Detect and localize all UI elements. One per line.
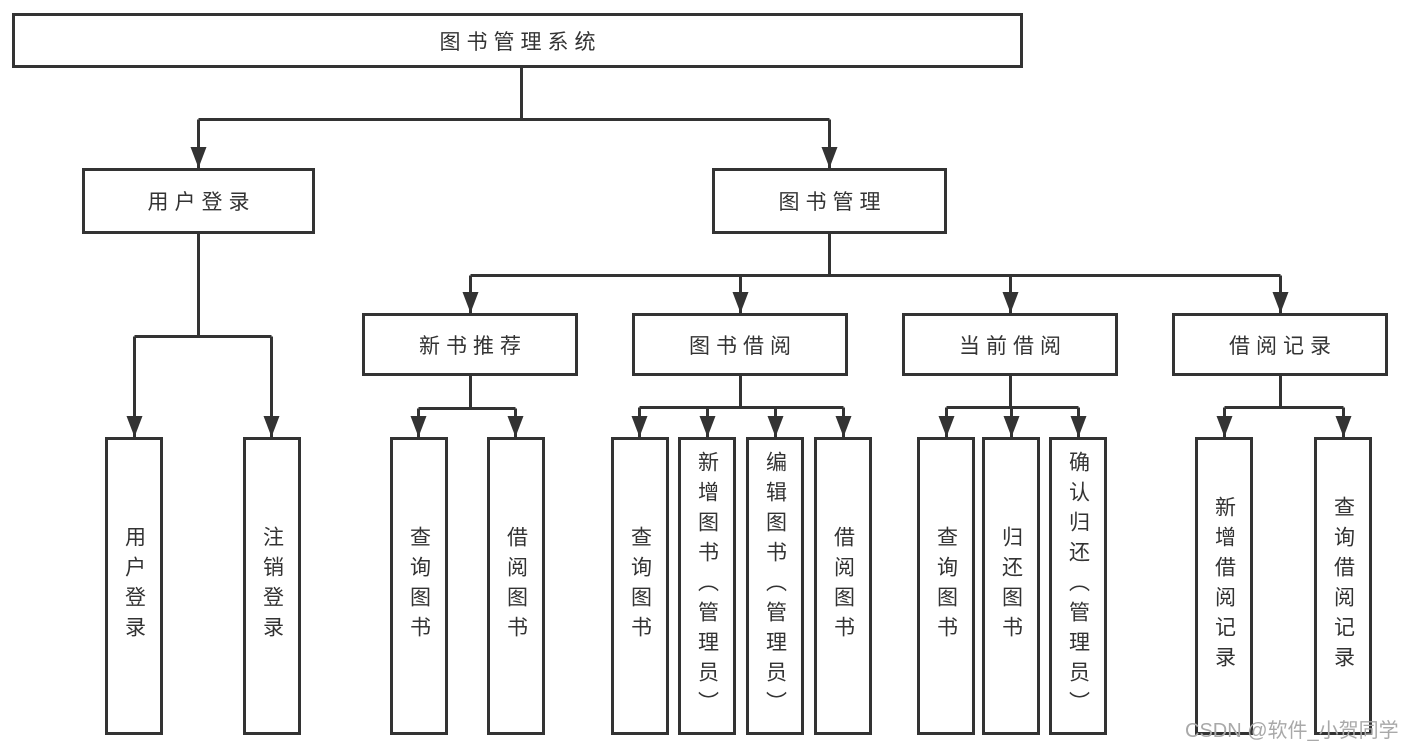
node-book-management-label: 图书管理 [778,191,887,214]
leaf-query-books-current: 查询图书 [917,437,975,735]
leaf-user-login: 用户登录 [105,437,163,735]
node-new-book-recommend: 新书推荐 [362,313,578,376]
node-user-login-label: 用户登录 [147,191,256,214]
connector-current-borrow-children [938,376,1087,437]
leaf-edit-book-admin: 编辑图书（管理员） [746,437,804,735]
leaf-add-book-admin: 新增图书（管理员） [678,437,736,735]
leaf-query-borrow-record: 查询借阅记录 [1314,437,1372,735]
node-current-borrow: 当前借阅 [902,313,1118,376]
leaf-query-books-recommend: 查询图书 [390,437,448,735]
watermark: CSDN @软件_小贺同学 [1185,720,1399,742]
leaf-query-books-current-label: 查询图书 [934,526,958,646]
node-book-borrow: 图书借阅 [632,313,848,376]
node-user-login: 用户登录 [82,168,315,234]
leaf-confirm-return-admin: 确认归还（管理员） [1049,437,1107,735]
connector-new-book-recommend-children [410,376,524,437]
leaf-query-borrow-record-label: 查询借阅记录 [1331,496,1355,676]
node-borrow-records: 借阅记录 [1172,313,1388,376]
leaf-logout-label: 注销登录 [260,526,284,646]
connector-user-login-children [126,234,280,437]
node-book-management: 图书管理 [712,168,947,234]
node-library-system: 图书管理系统 [12,13,1023,68]
connector-book-management-sections [462,234,1289,313]
leaf-borrow-books-label: 借阅图书 [831,526,855,646]
leaf-add-book-admin-label: 新增图书（管理员） [695,451,719,721]
leaf-query-books-recommend-label: 查询图书 [407,526,431,646]
leaf-add-borrow-record: 新增借阅记录 [1195,437,1253,735]
node-book-borrow-label: 图书借阅 [689,334,797,358]
connector-borrow-records-children [1216,376,1352,437]
leaf-add-borrow-record-label: 新增借阅记录 [1212,496,1236,676]
leaf-borrow-books-recommend: 借阅图书 [487,437,545,735]
leaf-query-books-borrow-label: 查询图书 [628,526,652,646]
leaf-user-login-label: 用户登录 [122,526,146,646]
node-new-book-recommend-label: 新书推荐 [419,334,527,358]
leaf-logout: 注销登录 [243,437,301,735]
node-borrow-records-label: 借阅记录 [1229,334,1337,358]
node-current-borrow-label: 当前借阅 [959,334,1067,358]
leaf-return-book: 归还图书 [982,437,1040,735]
leaf-query-books-borrow: 查询图书 [611,437,669,735]
leaf-confirm-return-admin-label: 确认归还（管理员） [1066,451,1090,721]
node-library-system-label: 图书管理系统 [439,30,602,54]
leaf-borrow-books-recommend-label: 借阅图书 [504,526,528,646]
leaf-edit-book-admin-label: 编辑图书（管理员） [763,451,787,721]
connector-root-to-level2 [190,66,838,168]
leaf-return-book-label: 归还图书 [999,526,1023,646]
connector-book-borrow-children [631,376,852,437]
leaf-borrow-books: 借阅图书 [814,437,872,735]
